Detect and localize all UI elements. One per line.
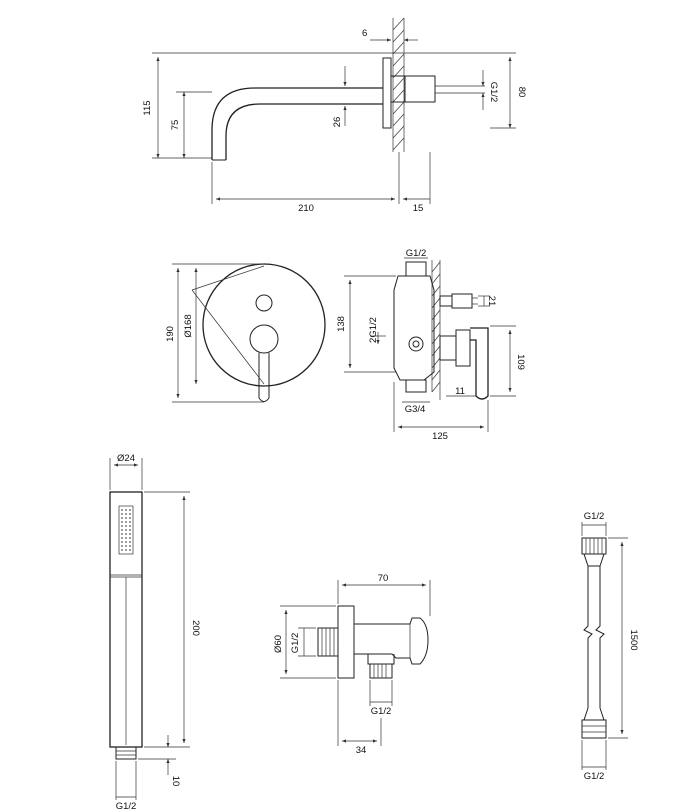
- dim-115: 115: [142, 100, 153, 115]
- dim-200: 200: [190, 620, 201, 636]
- spray-nozzles: [121, 509, 131, 551]
- shower-hose-drawing: G1/2 1500 G1/2: [581, 511, 639, 782]
- dim-125: 125: [432, 431, 448, 442]
- handle-hub: [249, 324, 279, 354]
- dim-11: 11: [455, 386, 465, 397]
- dim-168: Ø168: [183, 314, 194, 337]
- dim-70: 70: [378, 573, 389, 584]
- hose-tube: [583, 566, 605, 708]
- connector-rosette: [337, 605, 355, 679]
- dim-109: 109: [515, 354, 526, 370]
- dim-60: Ø60: [273, 635, 284, 653]
- connector-inlet-thread: [317, 627, 339, 657]
- spout-body: [211, 57, 485, 161]
- hand-shower-drawing: Ø24 200 10 G1/2: [109, 453, 201, 812]
- dim-15: 15: [413, 203, 424, 214]
- mixer-front-drawing: 190 Ø168: [165, 263, 326, 403]
- dim-g12-hose-bottom: G1/2: [584, 771, 605, 782]
- dim-24: Ø24: [117, 453, 135, 464]
- mixer-side-dimensions: [344, 257, 516, 432]
- dim-34: 34: [356, 745, 367, 756]
- dim-g34: G3/4: [405, 404, 426, 415]
- mixer-lever: [258, 353, 270, 402]
- connector-outlet-thread: [369, 663, 393, 679]
- spout-dimensions: [152, 38, 516, 204]
- spout-labels: 6 115 75 26 G1/2 80 210 15: [142, 28, 527, 214]
- wall-hatching: [392, 17, 405, 152]
- wall-connector-drawing: 70 Ø60 G1/2 G1/2 34: [273, 573, 431, 756]
- dim-190: 190: [165, 326, 176, 342]
- dim-6: 6: [362, 28, 367, 39]
- dim-g12-hs: G1/2: [116, 801, 137, 812]
- dim-21: 21: [486, 296, 497, 307]
- dim-210: 210: [298, 203, 314, 214]
- side-lever: [470, 327, 489, 400]
- dim-26: 26: [332, 117, 343, 128]
- dim-g12: G1/2: [488, 82, 499, 103]
- dim-g12-conn-side: G1/2: [290, 633, 301, 654]
- dim-2g12: 2G1/2: [368, 317, 379, 343]
- dim-10: 10: [170, 776, 181, 787]
- dim-75: 75: [170, 120, 181, 131]
- dim-g12-hose-top: G1/2: [584, 511, 605, 522]
- dim-138: 138: [336, 316, 347, 332]
- valve-body: [393, 261, 489, 400]
- dim-g12-conn-bottom: G1/2: [371, 706, 392, 717]
- dim-1500: 1500: [628, 629, 639, 650]
- dim-g12-top: G1/2: [406, 248, 427, 259]
- mixer-side-drawing: G1/2 138 2G1/2 21 109 11 G3/4 125: [336, 248, 526, 442]
- hand-shower-thread: [115, 746, 137, 760]
- spout-drawing: 6 115 75 26 G1/2 80 210 15: [142, 17, 527, 214]
- spray-face: [118, 505, 134, 555]
- hose-bottom-nut: [581, 719, 607, 739]
- dim-80: 80: [516, 87, 527, 98]
- connector-body: [353, 617, 429, 665]
- diverter-knob: [255, 294, 273, 312]
